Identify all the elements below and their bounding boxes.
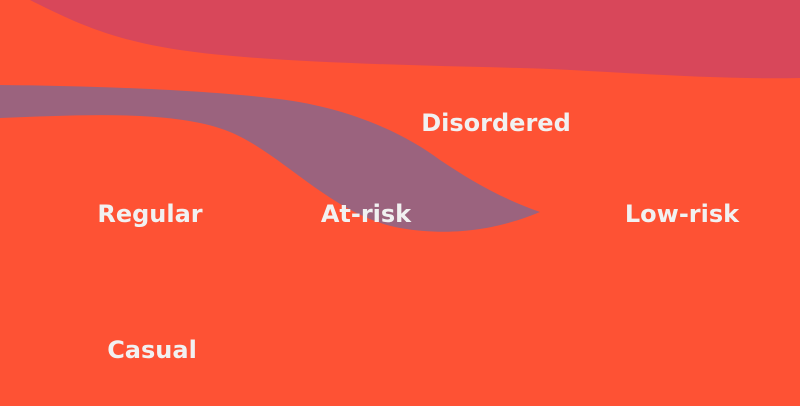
label-low-risk: Low-risk — [625, 200, 740, 228]
label-at-risk: At-risk — [321, 200, 412, 228]
stream-labels: Casual Regular At-risk Low-risk Disorder… — [97, 109, 740, 364]
label-casual: Casual — [107, 336, 197, 364]
label-regular: Regular — [97, 200, 202, 228]
label-disordered: Disordered — [421, 109, 571, 137]
layer-at-risk-overlay — [0, 85, 540, 232]
